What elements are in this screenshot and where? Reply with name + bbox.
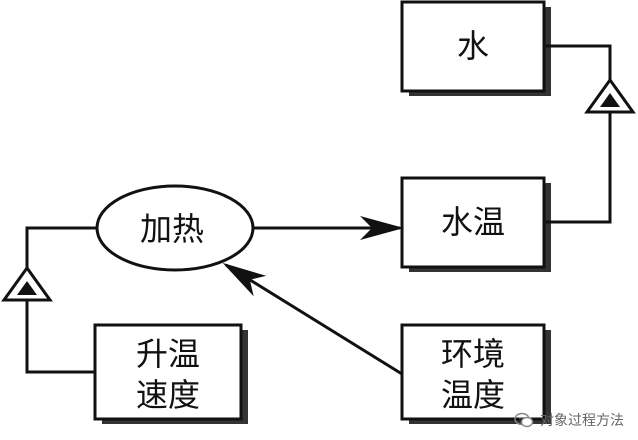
watermark: 对象过程方法: [514, 410, 624, 430]
link-watertemp-to-triangle: [544, 112, 612, 224]
node-ambient-temp: 环境 温度: [400, 323, 551, 424]
watermark-text: 对象过程方法: [540, 413, 624, 429]
node-heating-rate-label-line1: 升温: [136, 335, 200, 373]
aggregation-triangle-left: [1, 265, 53, 302]
arrow-ambienttemp-to-heating: [222, 262, 403, 376]
aggregation-triangle-right-inner: [600, 93, 620, 107]
link-triangle-to-water: [544, 44, 612, 82]
node-water-box: [400, 0, 546, 93]
link-triangle-to-heating: [25, 226, 97, 270]
node-heating-label: 加热: [140, 210, 204, 248]
node-ambient-temp-box: [400, 323, 546, 421]
node-heating-rate-box: [93, 323, 243, 421]
node-water-temp-label: 水温: [441, 203, 505, 241]
link-heatingrate-to-triangle: [25, 301, 95, 374]
node-heating-rate: 升温 速度: [93, 323, 248, 424]
node-water: 水: [400, 0, 551, 96]
node-water-label: 水: [457, 27, 489, 65]
aggregation-triangle-left-inner: [17, 281, 37, 295]
node-ambient-temp-label-line2: 温度: [441, 376, 505, 414]
wechat-icon: [514, 412, 534, 428]
node-water-temp: 水温: [400, 176, 551, 272]
node-heating: 加热: [95, 184, 255, 272]
node-ambient-temp-label-line1: 环境: [441, 335, 505, 373]
node-heating-rate-label-line2: 速度: [136, 376, 200, 414]
aggregation-triangle-right: [584, 77, 636, 114]
